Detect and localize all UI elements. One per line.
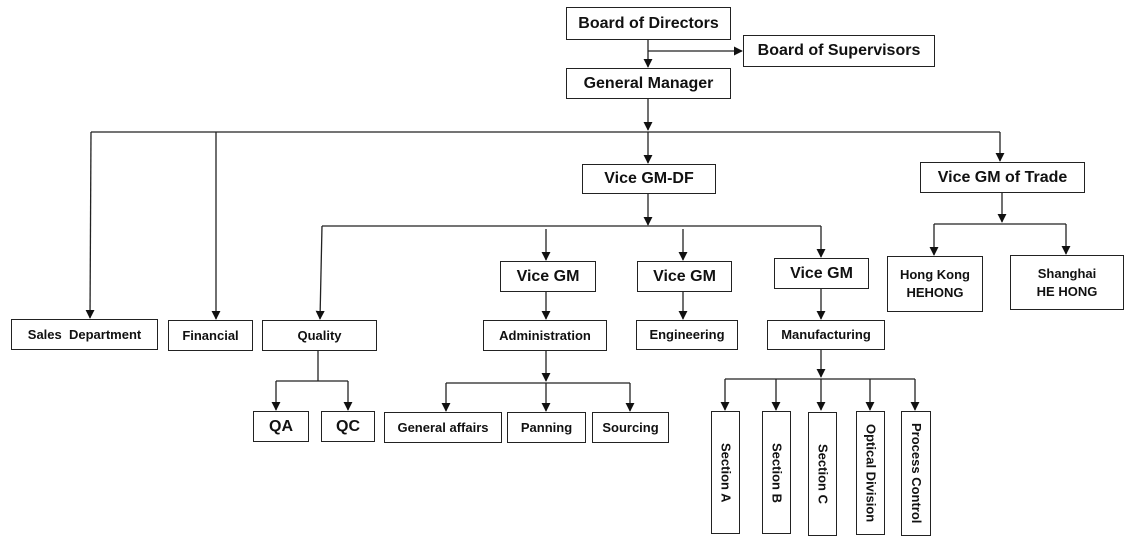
node-quality: Quality xyxy=(262,320,377,351)
node-shanghai-he-hong: Shanghai HE HONG xyxy=(1010,255,1124,310)
node-financial: Financial xyxy=(168,320,253,351)
node-panning: Panning xyxy=(507,412,586,443)
node-section-a: Section A xyxy=(711,411,740,534)
node-administration: Administration xyxy=(483,320,607,351)
node-board-of-supervisors: Board of Supervisors xyxy=(743,35,935,67)
node-manufacturing: Manufacturing xyxy=(767,320,885,350)
node-optical-division: Optical Division xyxy=(856,411,885,535)
node-vice-gm-of-trade: Vice GM of Trade xyxy=(920,162,1085,193)
node-process-control: Process Control xyxy=(901,411,931,536)
edge-vicegmdf-quality xyxy=(315,225,325,320)
node-board-of-directors: Board of Directors xyxy=(566,7,731,40)
node-qa: QA xyxy=(253,411,309,442)
node-sales-department: Sales Department xyxy=(11,319,158,350)
edge-gm-sales xyxy=(85,131,95,319)
node-general-manager: General Manager xyxy=(566,68,731,99)
node-general-affairs: General affairs xyxy=(384,412,502,443)
node-hong-kong-hehong: Hong Kong HEHONG xyxy=(887,256,983,312)
node-vice-gm-df: Vice GM-DF xyxy=(582,164,716,194)
node-qc: QC xyxy=(321,411,375,442)
node-engineering: Engineering xyxy=(636,320,738,350)
node-section-b: Section B xyxy=(762,411,791,534)
node-section-c: Section C xyxy=(808,412,837,536)
node-vice-gm-administration: Vice GM xyxy=(500,261,596,292)
node-vice-gm-manufacturing: Vice GM xyxy=(774,258,869,289)
node-sourcing: Sourcing xyxy=(592,412,669,443)
node-vice-gm-engineering: Vice GM xyxy=(637,261,732,292)
